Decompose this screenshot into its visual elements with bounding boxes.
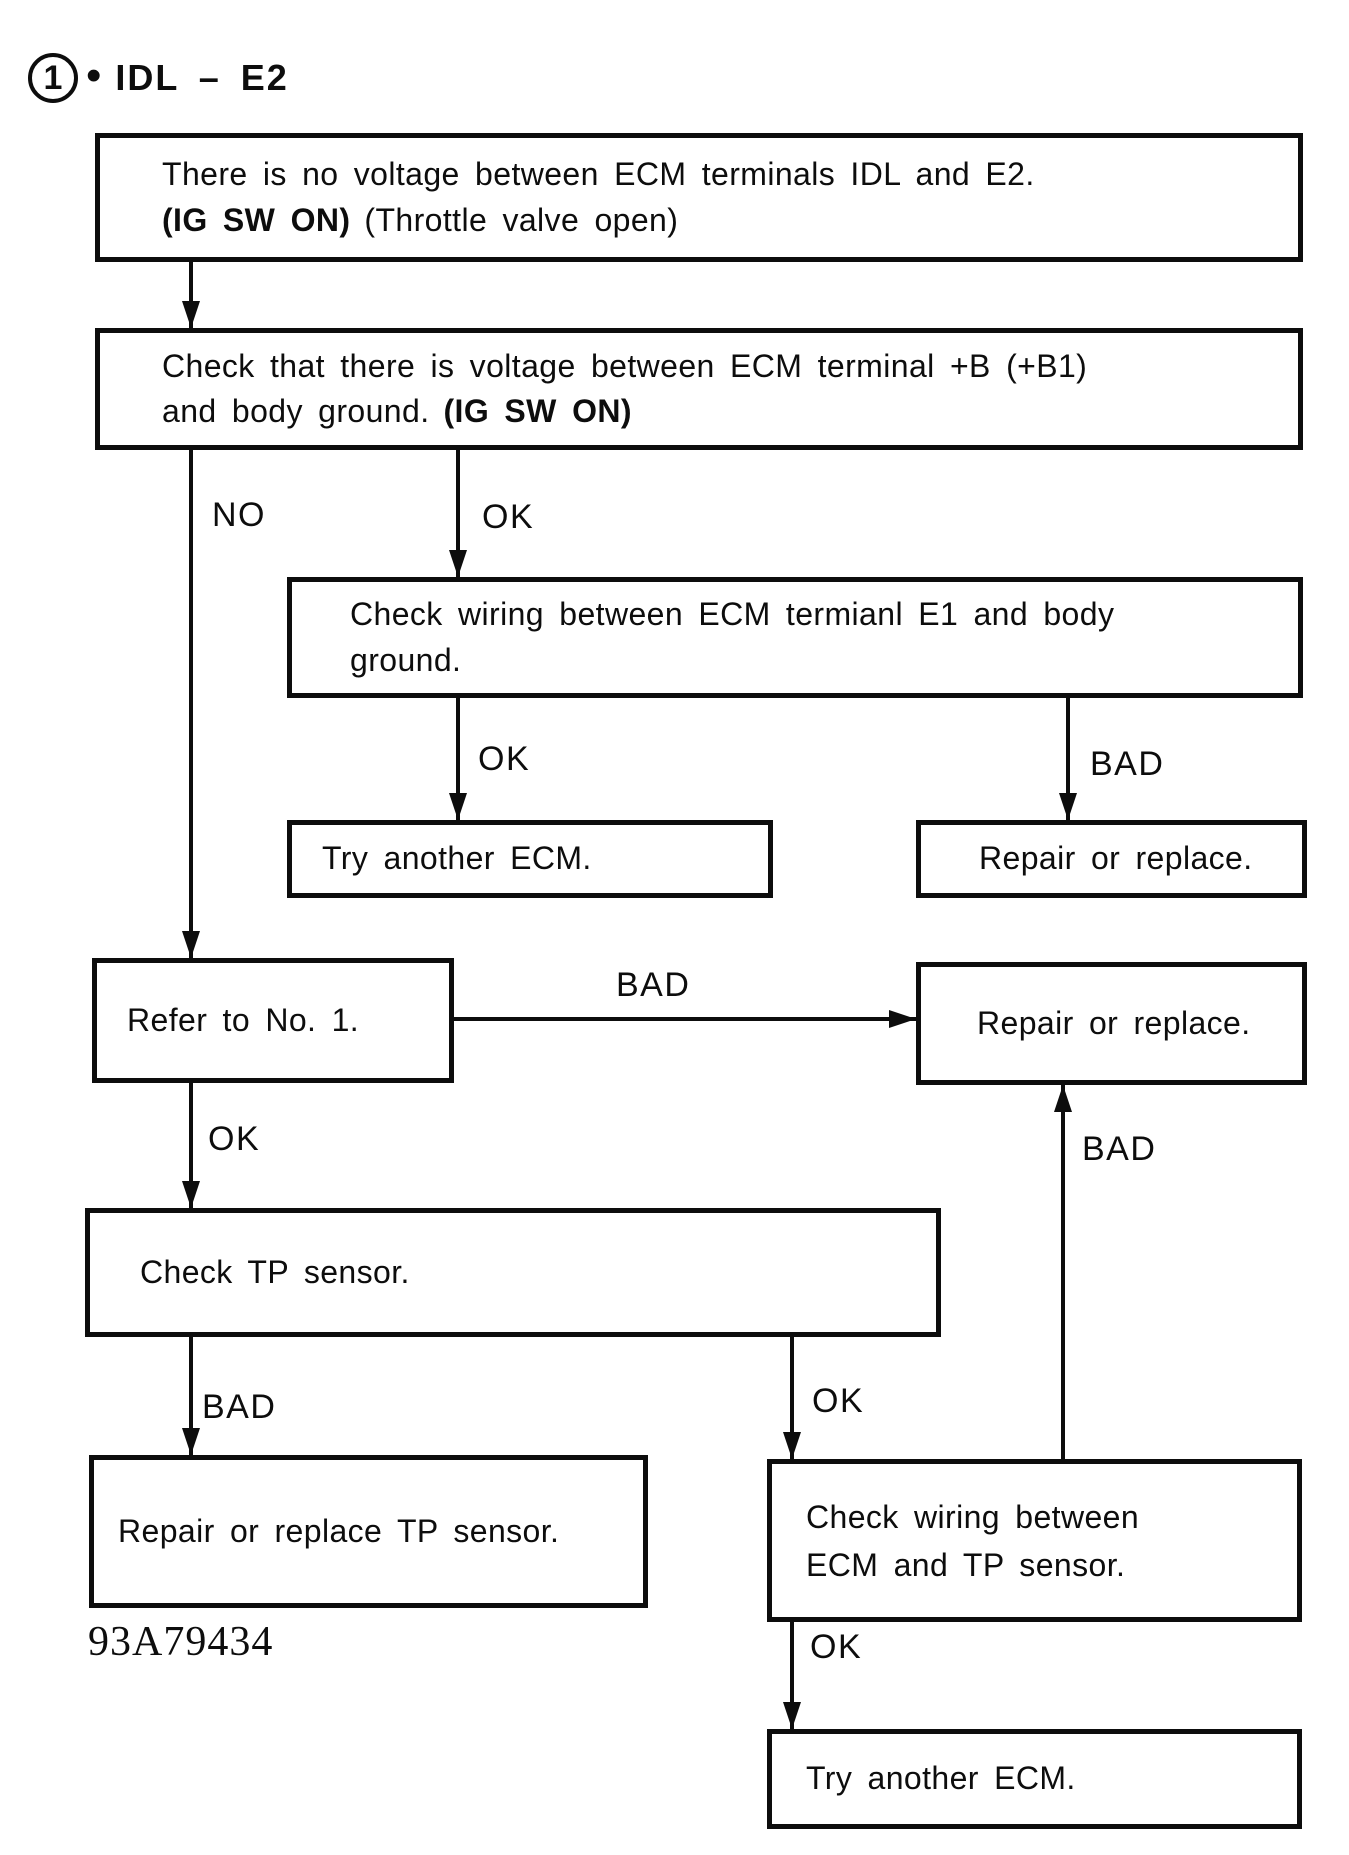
node-repair-tp-sensor: Repair or replace TP sensor. <box>89 1455 648 1608</box>
branch-label-ok: OK <box>208 1120 261 1158</box>
arrowhead-up-icon <box>1054 1085 1072 1112</box>
arrowhead-down-icon <box>783 1702 801 1729</box>
connector-problem-to-check-b <box>189 262 193 328</box>
node-text-line: Repair or replace TP sensor. <box>118 1509 643 1554</box>
arrowhead-down-icon <box>182 931 200 958</box>
arrowhead-down-icon <box>449 550 467 577</box>
node-text-line: (IG SW ON) (Throttle valve open) <box>162 198 1298 243</box>
node-text-line: Refer to No. 1. <box>127 998 449 1043</box>
node-text-line: Check that there is voltage between ECM … <box>162 344 1298 389</box>
node-text-bold: (IG SW ON) <box>443 393 632 429</box>
node-text-line: Try another ECM. <box>322 836 768 881</box>
node-text-line: ground. <box>350 638 1298 683</box>
node-text-line: Check TP sensor. <box>140 1250 936 1295</box>
node-text: Repair or replace. <box>979 840 1253 877</box>
branch-label-no: NO <box>212 496 266 534</box>
item-number: 1 <box>43 58 63 97</box>
arrowhead-down-icon <box>449 793 467 820</box>
figure-code: 93A79434 <box>88 1619 274 1665</box>
branch-label-bad: BAD <box>616 966 691 1004</box>
connector-bad-to-repair-2 <box>454 1017 916 1021</box>
node-text-line: Repair or replace. <box>977 1001 1302 1046</box>
node-text: Try another ECM. <box>322 840 592 877</box>
arrowhead-down-icon <box>1059 793 1077 820</box>
node-check-tp-sensor: Check TP sensor. <box>85 1208 941 1337</box>
node-text: (Throttle valve open) <box>364 201 679 238</box>
node-text: Check that there is voltage between ECM … <box>162 347 1088 384</box>
node-text-bold: (IG SW ON) <box>162 201 351 238</box>
node-text: Repair or replace TP sensor. <box>118 1512 560 1549</box>
node-refer-to-no1: Refer to No. 1. <box>92 958 454 1083</box>
connector-ok-to-check-tp <box>189 1083 193 1208</box>
branch-label-bad: BAD <box>202 1388 277 1426</box>
node-text-line: Repair or replace. <box>979 836 1302 881</box>
node-text-line: There is no voltage between ECM terminal… <box>162 152 1298 197</box>
node-text: ECM and TP sensor. <box>806 1546 1126 1583</box>
node-text: There is no voltage between ECM terminal… <box>162 156 1035 193</box>
node-text-line: Try another ECM. <box>806 1756 1297 1801</box>
node-try-another-ecm-2: Try another ECM. <box>767 1729 1302 1829</box>
node-text: Check wiring between <box>806 1498 1140 1535</box>
connector-bad-to-repair-tp <box>189 1337 193 1455</box>
branch-label-ok: OK <box>478 740 531 778</box>
bullet-icon: • <box>86 51 102 100</box>
branch-label-ok: OK <box>812 1382 865 1420</box>
connector-ok-to-check-tp-wiring <box>790 1337 794 1459</box>
node-text-line: Check wiring between ECM termianl E1 and… <box>350 592 1298 637</box>
connector-bad-up-to-repair-2 <box>1061 1085 1065 1459</box>
branch-label-ok: OK <box>482 498 535 536</box>
connector-ok-to-try-ecm-1 <box>456 698 460 820</box>
arrowhead-down-icon <box>182 301 200 328</box>
connector-no-to-refer-no1 <box>189 450 193 958</box>
node-check-tp-wiring: Check wiring between ECM and TP sensor. <box>767 1459 1302 1622</box>
branch-label-bad: BAD <box>1082 1130 1157 1168</box>
connector-bad-to-repair-1 <box>1066 698 1070 820</box>
node-text: Refer to No. 1. <box>127 1001 360 1038</box>
node-problem-statement: There is no voltage between ECM terminal… <box>95 133 1303 262</box>
node-text: Try another ECM. <box>806 1760 1076 1797</box>
node-text-line: Check wiring between <box>806 1493 1297 1541</box>
node-check-b-voltage: Check that there is voltage between ECM … <box>95 328 1303 450</box>
node-text: ground. <box>350 641 462 678</box>
node-repair-or-replace-1: Repair or replace. <box>916 820 1307 898</box>
connector-ok-to-check-e1 <box>456 450 460 577</box>
circled-number-icon: 1 <box>28 53 78 103</box>
arrowhead-down-icon <box>182 1181 200 1208</box>
branch-label-ok: OK <box>810 1628 863 1666</box>
node-try-another-ecm-1: Try another ECM. <box>287 820 773 898</box>
page-title: IDL – E2 <box>115 57 289 98</box>
node-text: Check TP sensor. <box>140 1253 410 1290</box>
node-text: Repair or replace. <box>977 1004 1251 1041</box>
node-repair-or-replace-2: Repair or replace. <box>916 962 1307 1085</box>
node-check-e1-wiring: Check wiring between ECM termianl E1 and… <box>287 577 1303 698</box>
connector-ok-to-try-ecm-2 <box>790 1622 794 1729</box>
node-text-line: and body ground. (IG SW ON) <box>162 389 1298 434</box>
arrowhead-right-icon <box>889 1010 916 1028</box>
node-text-line: ECM and TP sensor. <box>806 1541 1297 1589</box>
node-text: and body ground. <box>162 393 430 429</box>
arrowhead-down-icon <box>783 1432 801 1459</box>
header: 1 • IDL – E2 <box>28 50 289 106</box>
node-text: Check wiring between ECM termianl E1 and… <box>350 596 1115 633</box>
arrowhead-down-icon <box>182 1428 200 1455</box>
branch-label-bad: BAD <box>1090 745 1165 783</box>
